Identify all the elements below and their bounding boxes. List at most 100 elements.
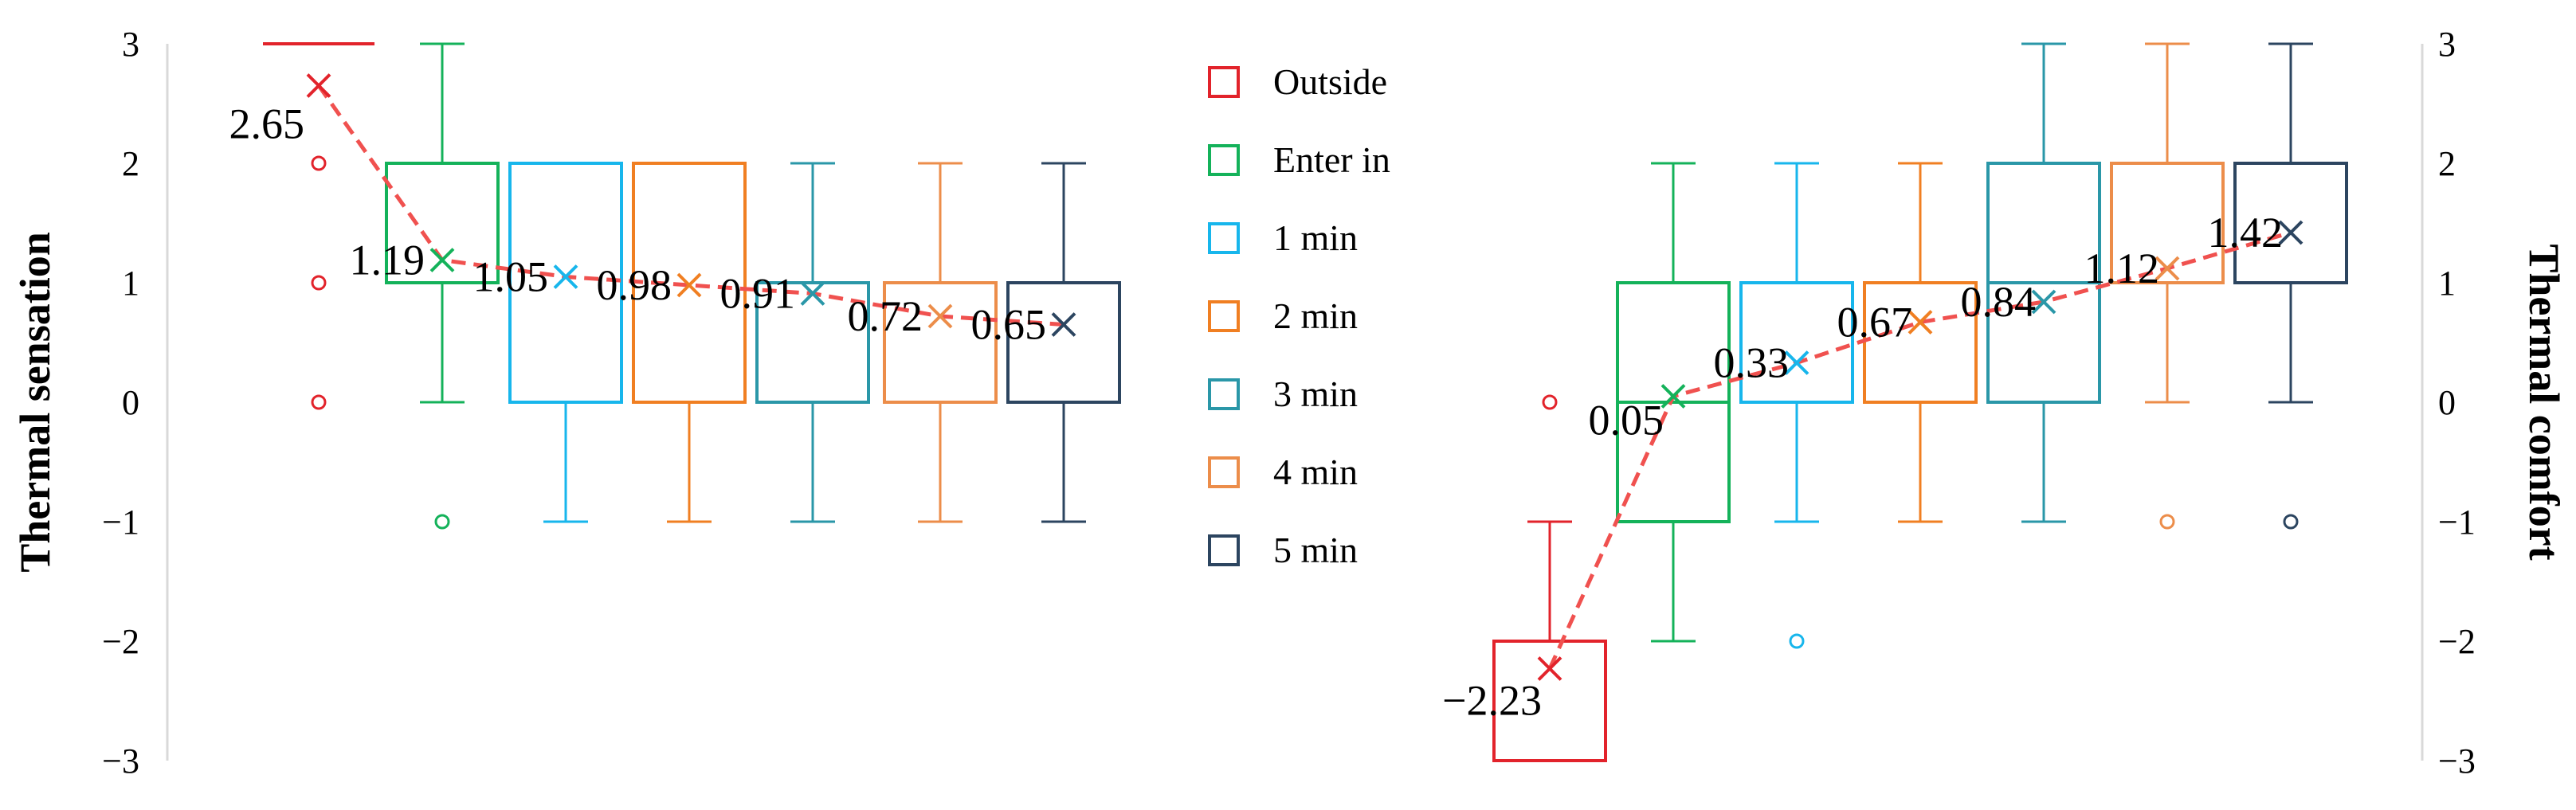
sensation-box-2-min [632, 162, 747, 523]
comfort-box-4-min [2110, 42, 2225, 530]
comfort-mean-marker-5-min [2278, 220, 2304, 245]
sensation-tick-label: −3 [102, 742, 139, 781]
mean-x-stroke [800, 281, 825, 306]
sensation-mean-label-4-min: 0.72 [848, 292, 923, 340]
comfort-tick-label: −1 [2438, 503, 2476, 542]
comfort-box-5-min [2233, 42, 2348, 530]
sensation-box-5-min [1006, 162, 1121, 523]
sensation-mean-marker-outside [306, 73, 331, 98]
sensation-mean-marker-1-min [553, 264, 578, 289]
outlier-point [1542, 394, 1558, 410]
sensation-mean-label-1-min: 1.05 [473, 253, 549, 301]
mean-x-stroke [553, 264, 578, 289]
legend-swatch [1208, 66, 1240, 98]
comfort-tick-label: 0 [2438, 383, 2456, 422]
legend-item-5-min: 5 min [1208, 530, 1358, 570]
comfort-mean-label-5-min: 1.42 [2208, 209, 2284, 256]
mean-x-stroke [429, 248, 455, 272]
outlier-point [311, 275, 327, 291]
sensation-mean-marker-5-min [1051, 312, 1076, 337]
comfort-tick-label: 1 [2438, 264, 2456, 303]
outlier-point [1789, 633, 1805, 649]
sensation-tick-label: 1 [122, 264, 139, 303]
sensation-mean-marker-2-min [676, 272, 702, 298]
legend-item-enter-in: Enter in [1208, 139, 1390, 180]
legend-item-2-min: 2 min [1208, 295, 1358, 336]
comfort-mean-label-1-min: 0.33 [1714, 339, 1790, 387]
sensation-mean-marker-3-min [800, 281, 825, 306]
comfort-tick-label: −3 [2438, 742, 2476, 781]
sensation-mean-label-outside: 2.65 [229, 100, 305, 148]
legend-item-1-min: 1 min [1208, 217, 1358, 258]
sensation-mean-label-2-min: 0.98 [597, 261, 672, 309]
legend-swatch [1208, 144, 1240, 176]
outlier-point [2159, 514, 2175, 530]
sensation-mean-marker-enter-in [429, 248, 455, 272]
comfort-mean-marker-2-min [1907, 310, 1933, 335]
legend-label: Enter in [1273, 139, 1390, 180]
sensation-box-3-min [755, 162, 870, 523]
legend-swatch [1208, 222, 1240, 254]
mean-x-stroke [676, 272, 702, 298]
mean-x-stroke [927, 303, 953, 329]
comfort-mean-marker-1-min [1784, 350, 1809, 375]
comfort-tick-label: −2 [2438, 622, 2476, 661]
legend-label: 1 min [1273, 217, 1358, 258]
sensation-box-4-min [883, 162, 998, 523]
sensation-box-1-min [508, 162, 623, 523]
mean-x-stroke [1784, 350, 1809, 375]
comfort-mean-label-3-min: 0.84 [1961, 278, 2037, 326]
legend-swatch [1208, 378, 1240, 410]
comfort-mean-marker-enter-in [1660, 384, 1686, 409]
outlier-point [434, 514, 450, 530]
mean-x-stroke [1907, 310, 1933, 335]
comfort-box-enter-in [1616, 162, 1731, 643]
legend-swatch [1208, 300, 1240, 332]
mean-x-stroke [1537, 656, 1562, 681]
comfort-mean-marker-outside [1537, 656, 1562, 681]
legend-swatch [1208, 534, 1240, 566]
comfort-mean-label-enter-in: 0.05 [1589, 397, 1664, 444]
legend-label: 2 min [1273, 295, 1358, 336]
legend-item-4-min: 4 min [1208, 452, 1358, 492]
mean-x-stroke [2278, 220, 2304, 245]
comfort-box-3-min [1986, 42, 2101, 523]
sensation-box-enter-in [385, 42, 500, 530]
mean-x-stroke [1051, 312, 1076, 337]
legend-swatch [1208, 456, 1240, 488]
sensation-tick-label: −1 [102, 503, 139, 542]
sensation-axis-title: Thermal sensation [11, 232, 59, 573]
thermal-sensation-panel: 3 2 1 0 −1 −2 −3 Thermal sensation 2.65 1.19 1.05 0… [11, 25, 1121, 781]
legend-label: Outside [1273, 61, 1387, 102]
sensation-tick-label: −2 [102, 622, 139, 661]
outlier-point [2283, 514, 2299, 530]
comfort-mean-marker-4-min [2155, 256, 2180, 281]
mean-x-stroke [2031, 289, 2056, 315]
comfort-box-outside [1492, 394, 1607, 762]
outlier-point [311, 155, 327, 171]
legend-label: 5 min [1273, 530, 1358, 570]
sensation-tick-label: 2 [122, 144, 139, 183]
mean-x-stroke [306, 73, 331, 98]
sensation-mean-label-enter-in: 1.19 [350, 237, 425, 284]
outlier-point [311, 394, 327, 410]
comfort-mean-label-2-min: 0.67 [1837, 299, 1913, 346]
sensation-tick-label: 3 [122, 25, 139, 64]
legend-label: 3 min [1273, 374, 1358, 414]
comfort-tick-label: 3 [2438, 25, 2456, 64]
comfort-mean-label-4-min: 1.12 [2084, 245, 2160, 292]
legend-item-outside: Outside [1208, 61, 1387, 102]
sensation-box-outside [263, 42, 374, 410]
sensation-mean-label-5-min: 0.65 [971, 301, 1047, 349]
comfort-box-1-min [1739, 162, 1854, 649]
comfort-mean-label-outside: −2.23 [1442, 677, 1542, 725]
legend-label: 4 min [1273, 452, 1358, 492]
sensation-mean-marker-4-min [927, 303, 953, 329]
sensation-mean-label-3-min: 0.91 [720, 270, 796, 318]
sensation-tick-label: 0 [122, 383, 139, 422]
legend-item-3-min: 3 min [1208, 374, 1358, 414]
mean-x-stroke [2155, 256, 2180, 281]
